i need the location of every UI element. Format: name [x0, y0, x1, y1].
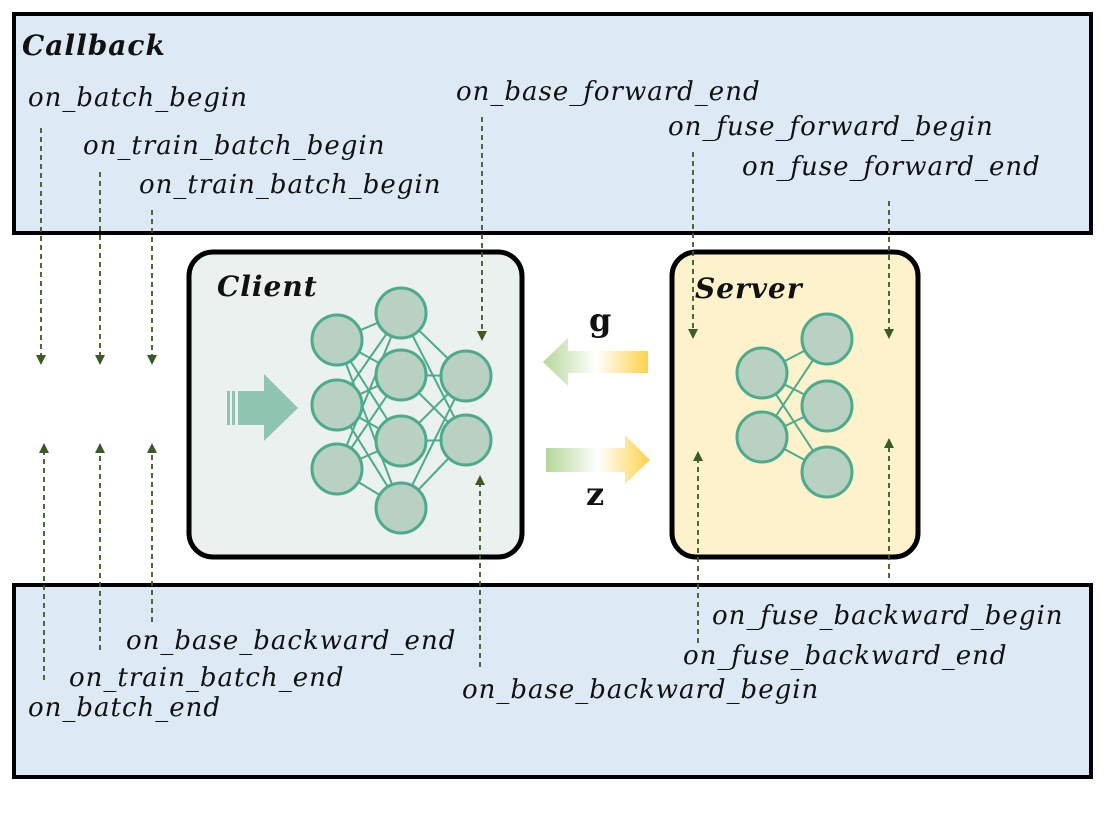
- server-node-icon: [800, 445, 854, 499]
- hook-label-on-train-batch-end: on_train_batch_end: [69, 663, 345, 693]
- input-arrow-icon: [227, 374, 298, 441]
- callback-title: Callback: [22, 29, 166, 62]
- hook-label-on-batch-end: on_batch_end: [28, 693, 221, 723]
- client-node-icon: [374, 286, 428, 340]
- client-node-icon: [374, 348, 428, 402]
- hook-label-on-fuse-forward-end: on_fuse_forward_end: [742, 152, 1041, 182]
- callback-bottom-panel: [12, 583, 1093, 779]
- hook-label-on-fuse-forward-begin: on_fuse_forward_begin: [668, 112, 994, 142]
- activation-arrow-icon: [546, 435, 650, 484]
- hook-arrows: [36, 117, 894, 680]
- client-node-icon: [374, 414, 428, 468]
- gradient-symbol: g: [589, 301, 611, 339]
- server-node-icon: [735, 346, 789, 400]
- hook-label-on-train-batch-begin-2: on_train_batch_begin: [139, 170, 441, 200]
- callback-top-panel: [12, 12, 1093, 235]
- hook-label-on-base-backward-begin: on_base_backward_begin: [462, 675, 819, 705]
- hook-label-on-batch-begin: on_batch_begin: [28, 83, 248, 113]
- client-node-icon: [310, 313, 364, 367]
- server-box: [669, 249, 921, 560]
- gradient-arrow-icon: [543, 338, 648, 386]
- hook-label-on-base-forward-end: on_base_forward_end: [456, 77, 761, 107]
- hook-label-on-fuse-backward-end: on_fuse_backward_end: [683, 641, 1008, 671]
- server-node-icon: [800, 379, 854, 433]
- server-node-icon: [735, 410, 789, 464]
- hook-label-on-base-backward-end: on_base_backward_end: [126, 626, 456, 656]
- hook-label-on-train-batch-begin-1: on_train_batch_begin: [83, 131, 385, 161]
- client-node-icon: [310, 442, 364, 496]
- server-node-icon: [800, 312, 854, 366]
- client-title: Client: [217, 270, 318, 303]
- activation-symbol: z: [586, 475, 604, 513]
- client-node-icon: [374, 481, 428, 535]
- client-node-icon: [439, 413, 493, 467]
- client-network: [310, 286, 493, 535]
- server-network: [735, 312, 854, 499]
- hook-label-on-fuse-backward-begin: on_fuse_backward_begin: [712, 601, 1064, 631]
- client-node-icon: [310, 378, 364, 432]
- server-title: Server: [695, 272, 804, 305]
- client-node-icon: [439, 349, 493, 403]
